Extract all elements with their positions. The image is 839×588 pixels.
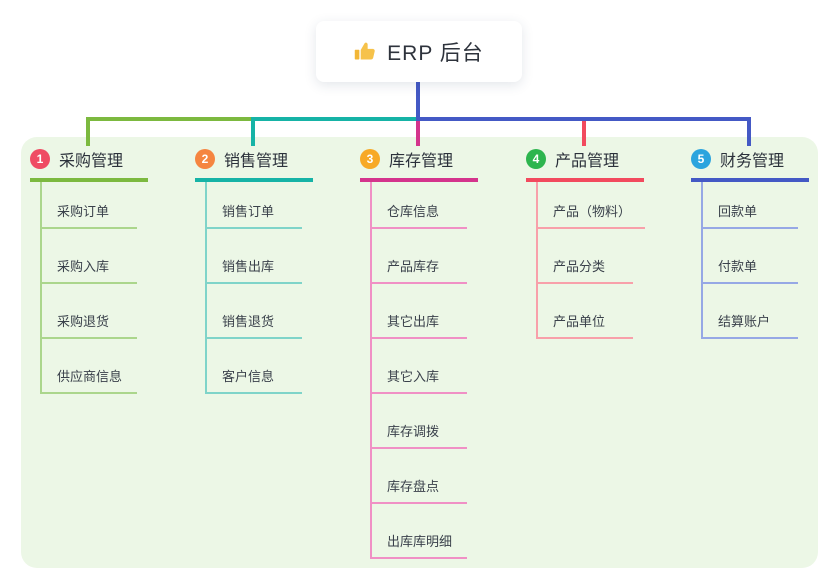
branch-number-badge: 4 — [526, 149, 546, 169]
connector-h-blue — [416, 117, 751, 121]
branch-title: 销售管理 — [224, 153, 289, 170]
branch-title: 采购管理 — [59, 153, 124, 170]
child-node[interactable]: 客户信息 — [205, 362, 302, 394]
branch-child-line — [701, 178, 703, 339]
branch-number-badge: 1 — [30, 149, 50, 169]
child-node[interactable]: 产品分类 — [536, 252, 633, 284]
branch-child-line — [205, 178, 207, 394]
child-node[interactable]: 其它入库 — [370, 362, 467, 394]
connector-drop-4 — [582, 117, 586, 146]
root-node-label: ERP 后台 — [387, 41, 484, 65]
branch-number-badge: 2 — [195, 149, 215, 169]
connector-trunk — [416, 82, 420, 121]
branch-header-1[interactable]: 1 采购管理 — [30, 147, 148, 182]
child-node[interactable]: 采购入库 — [40, 252, 137, 284]
connector-h-teal — [251, 117, 420, 121]
child-node[interactable]: 销售退货 — [205, 307, 302, 339]
connector-drop-2 — [251, 117, 255, 146]
connector-drop-3 — [416, 117, 420, 146]
branch-header-4[interactable]: 4 产品管理 — [526, 147, 644, 182]
root-node[interactable]: ERP 后台 — [316, 21, 522, 82]
child-node[interactable]: 库存盘点 — [370, 472, 467, 504]
child-node[interactable]: 出库库明细 — [370, 527, 467, 559]
child-node[interactable]: 回款单 — [701, 197, 798, 229]
branch-child-line — [370, 178, 372, 559]
connector-drop-5 — [747, 117, 751, 146]
branch-header-5[interactable]: 5 财务管理 — [691, 147, 809, 182]
connector-h-green — [86, 117, 253, 121]
child-node[interactable]: 其它出库 — [370, 307, 467, 339]
branch-header-2[interactable]: 2 销售管理 — [195, 147, 313, 182]
child-node[interactable]: 付款单 — [701, 252, 798, 284]
branch-child-line — [40, 178, 42, 394]
branch-title: 库存管理 — [389, 153, 454, 170]
child-node[interactable]: 结算账户 — [701, 307, 798, 339]
branch-title: 财务管理 — [720, 153, 785, 170]
child-node[interactable]: 产品（物料） — [536, 197, 646, 229]
child-node[interactable]: 库存调拨 — [370, 417, 467, 449]
child-node[interactable]: 产品单位 — [536, 307, 633, 339]
child-node[interactable]: 仓库信息 — [370, 197, 467, 229]
branch-number-badge: 3 — [360, 149, 380, 169]
branch-title: 产品管理 — [555, 153, 620, 170]
branch-child-line — [536, 178, 538, 339]
connector-drop-1 — [86, 117, 90, 146]
child-node[interactable]: 销售订单 — [205, 197, 302, 229]
branches-panel — [21, 137, 818, 568]
child-node[interactable]: 销售出库 — [205, 252, 302, 284]
thumbs-up-icon — [354, 42, 375, 60]
child-node[interactable]: 采购订单 — [40, 197, 137, 229]
branch-header-3[interactable]: 3 库存管理 — [360, 147, 478, 182]
child-node[interactable]: 供应商信息 — [40, 362, 137, 394]
child-node[interactable]: 采购退货 — [40, 307, 137, 339]
child-node[interactable]: 产品库存 — [370, 252, 467, 284]
branch-number-badge: 5 — [691, 149, 711, 169]
